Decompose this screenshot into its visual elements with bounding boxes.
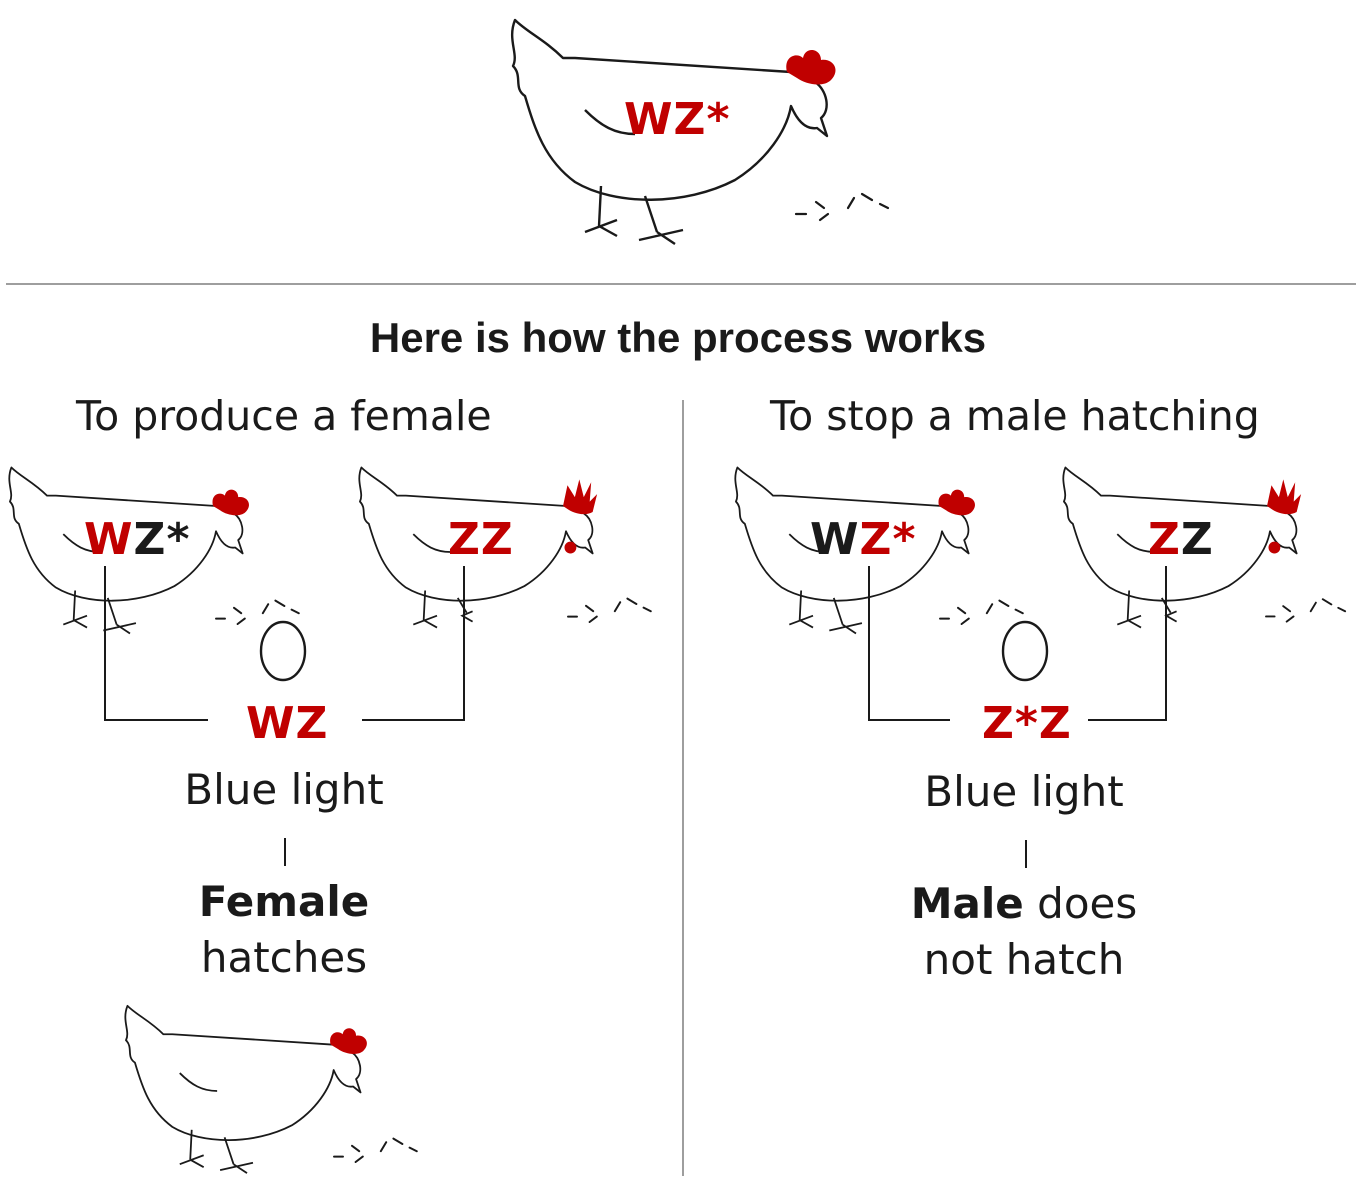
- right-treatment: Blue light: [924, 767, 1124, 816]
- column-divider: [682, 400, 684, 1176]
- grain-icon: [567, 597, 652, 623]
- left-egg: [258, 616, 308, 682]
- left-connector-bottom-a: [104, 719, 208, 721]
- right-connector-mother: [868, 566, 870, 720]
- right-connector-bottom-b: [1088, 719, 1167, 721]
- right-mother-genotype: WZ*: [810, 514, 917, 565]
- grain-icon: [794, 192, 890, 222]
- right-offspring-genotype: Z*Z: [982, 698, 1072, 749]
- left-connector-mother: [104, 566, 106, 720]
- left-connector-father: [463, 566, 465, 720]
- left-heading: To produce a female: [76, 392, 492, 440]
- grain-icon: [333, 1137, 418, 1163]
- left-connector-bottom-b: [362, 719, 465, 721]
- left-grain-3: [333, 1136, 424, 1170]
- right-grain-2: [1265, 596, 1352, 630]
- top-grain: [794, 192, 906, 232]
- left-treatment: Blue light: [184, 765, 384, 814]
- top-divider: [6, 283, 1356, 285]
- top-hen-genotype: WZ*: [624, 94, 731, 145]
- right-father-genotype: ZZ: [1148, 514, 1214, 565]
- grain-icon: [1265, 598, 1347, 623]
- right-connector-father: [1165, 566, 1167, 720]
- left-father-genotype: ZZ: [448, 514, 514, 565]
- right-connector-bottom-a: [868, 719, 950, 721]
- right-result-connector: [1025, 840, 1027, 868]
- right-heading: To stop a male hatching: [770, 392, 1260, 440]
- left-grain-2: [567, 596, 658, 630]
- page-title: Here is how the process works: [369, 314, 987, 361]
- left-mother-genotype: WZ*: [84, 514, 191, 565]
- right-egg: [1000, 616, 1050, 682]
- left-result-connector: [284, 838, 286, 866]
- egg-icon: [259, 620, 307, 682]
- left-offspring-genotype: WZ: [246, 698, 329, 749]
- egg-icon: [1001, 620, 1049, 682]
